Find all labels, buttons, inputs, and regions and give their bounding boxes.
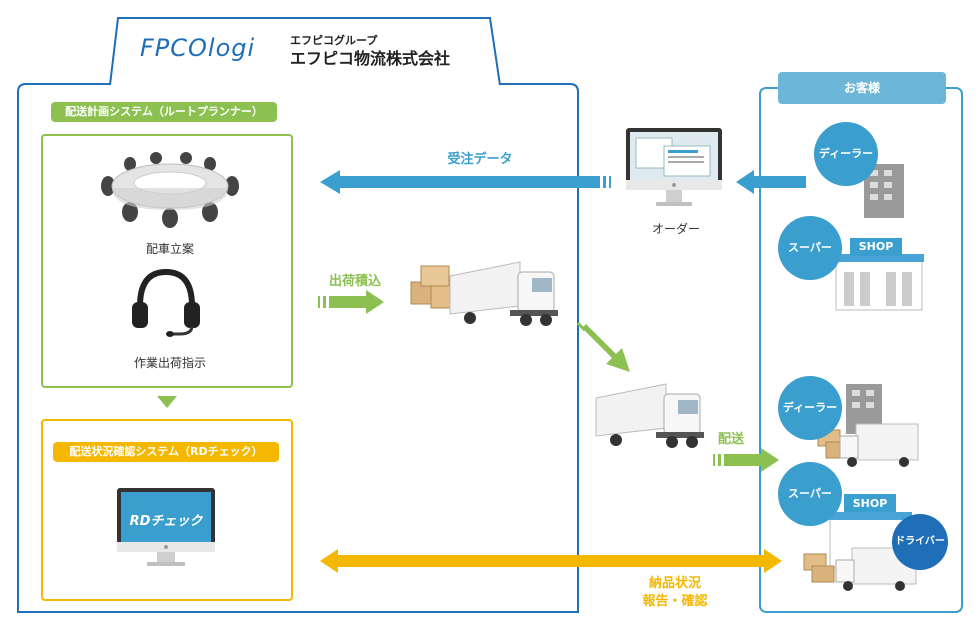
planning-item-instructions: 作業出荷指示 [133,356,206,370]
delivery-label: 配送 [717,432,744,447]
super-badge-2: スーパー [778,462,842,526]
delivery-truck-icon [595,383,704,448]
logo: FPCOlogi [140,34,256,62]
order-computer-icon [626,128,722,206]
customers-title: お客様 [778,72,946,104]
order-data-label: 受注データ [447,152,513,167]
shipping-loading-arrow [318,290,384,314]
shipping-loading-label: 出荷積込 [328,274,381,289]
planning-system-box [41,134,293,388]
rd-system-title: 配送状況確認システム（RDチェック） [53,442,279,462]
headset-icon [132,268,200,337]
shop-sign-2: SHOP [852,497,888,510]
rd-system-box [41,419,293,601]
dealer-badge-2: ディーラー [778,376,842,440]
company-name: エフピコ物流株式会社 [290,49,451,68]
shop-sign-1: SHOP [858,240,894,253]
shop-icon [834,238,924,311]
diagonal-arrow [576,322,630,372]
monitor-icon [117,488,215,566]
super-badge-1: スーパー [778,216,842,280]
customer-to-order-arrow [736,170,806,194]
status-double-arrow [320,549,782,573]
order-label: オーダー [651,222,700,236]
order-data-arrow [320,170,611,194]
status-label-line2: 報告・確認 [642,594,708,609]
planning-system-title: 配送計画システム（ルートプランナー） [51,102,277,122]
status-label-line1: 納品状況 [648,576,701,591]
delivery-arrow [713,448,779,472]
rd-screen-text: RDチェック [129,514,203,529]
conference-table-icon [101,152,239,228]
down-arrow-icon [157,396,177,408]
planning-item-dispatch: 配車立案 [145,242,194,256]
group-label: エフピコグループ [290,34,378,47]
driver-badge: ドライバー [892,514,948,570]
truck-icon [449,261,558,326]
dealer-badge-1: ディーラー [814,122,878,186]
